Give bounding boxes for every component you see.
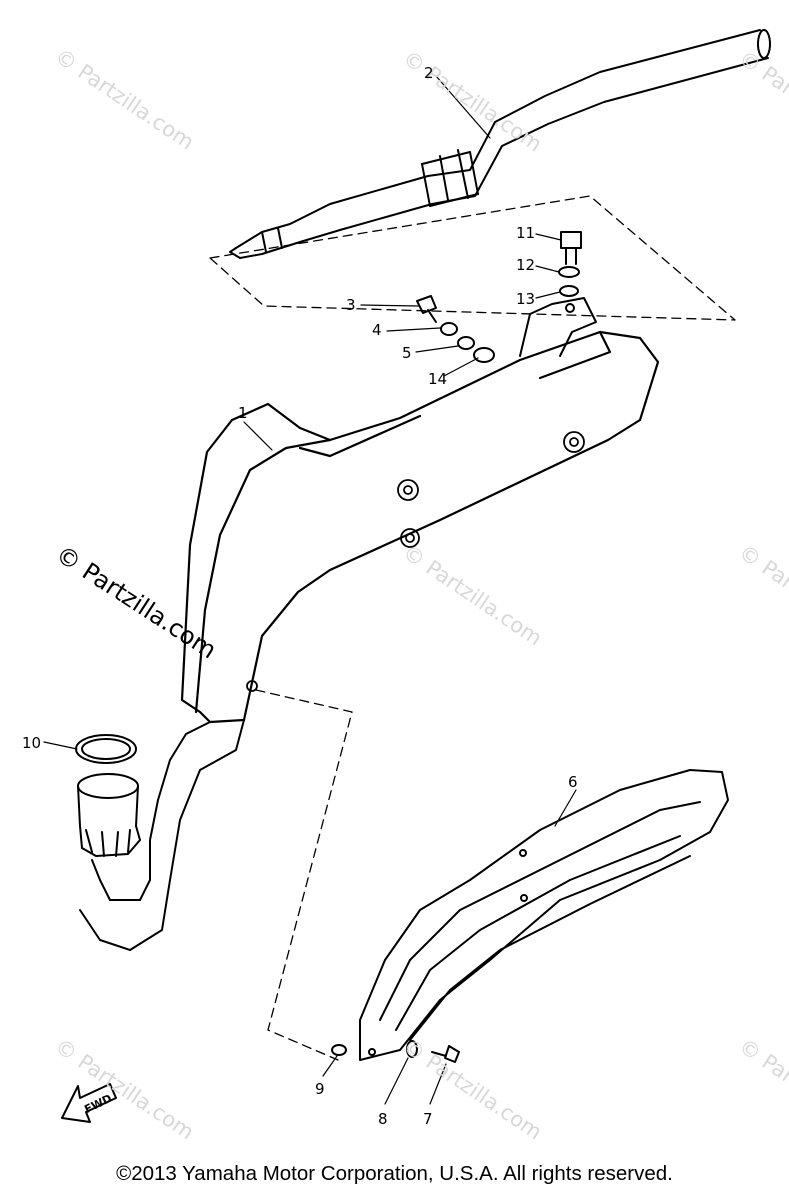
assembly-outline-lower xyxy=(255,689,353,1061)
copyright-notice: ©2013 Yamaha Motor Corporation, U.S.A. A… xyxy=(116,1162,673,1185)
callout-5: 5 xyxy=(402,344,412,362)
muffler-bosses xyxy=(246,431,585,692)
inlet-pipe xyxy=(79,719,245,951)
muffler-bracket xyxy=(519,297,597,357)
washer-5 xyxy=(457,336,475,350)
bolt-11 xyxy=(560,231,582,265)
callout-7: 7 xyxy=(423,1110,433,1128)
callout-14: 14 xyxy=(428,370,448,388)
callout-2: 2 xyxy=(424,64,434,82)
assembly-outline-upper xyxy=(209,195,736,321)
callout-1: 1 xyxy=(238,404,248,422)
lock-washer-8 xyxy=(406,1040,418,1058)
callout-4: 4 xyxy=(372,321,382,339)
callout-10: 10 xyxy=(22,734,42,752)
nut-9 xyxy=(331,1044,347,1056)
callout-12: 12 xyxy=(516,256,536,274)
callout-11: 11 xyxy=(516,224,536,242)
bolt-3 xyxy=(416,295,437,323)
lock-washer-12 xyxy=(558,266,580,278)
callout-8: 8 xyxy=(378,1110,388,1128)
fwd-arrow-icon xyxy=(61,1083,117,1123)
lock-washer-4 xyxy=(440,322,458,336)
muffler-body xyxy=(180,330,660,724)
callout-13: 13 xyxy=(516,290,536,308)
exhaust-flange xyxy=(77,773,141,857)
leader-lines xyxy=(43,75,577,1105)
callout-3: 3 xyxy=(346,296,356,314)
silencer-inner-tube xyxy=(229,29,771,259)
washer-14 xyxy=(473,347,495,363)
callout-9: 9 xyxy=(315,1080,325,1098)
bolt-7 xyxy=(431,1045,460,1063)
callout-6: 6 xyxy=(568,773,578,791)
heat-guard xyxy=(359,769,729,1061)
washer-13 xyxy=(559,285,579,297)
gasket-ring xyxy=(75,734,137,764)
